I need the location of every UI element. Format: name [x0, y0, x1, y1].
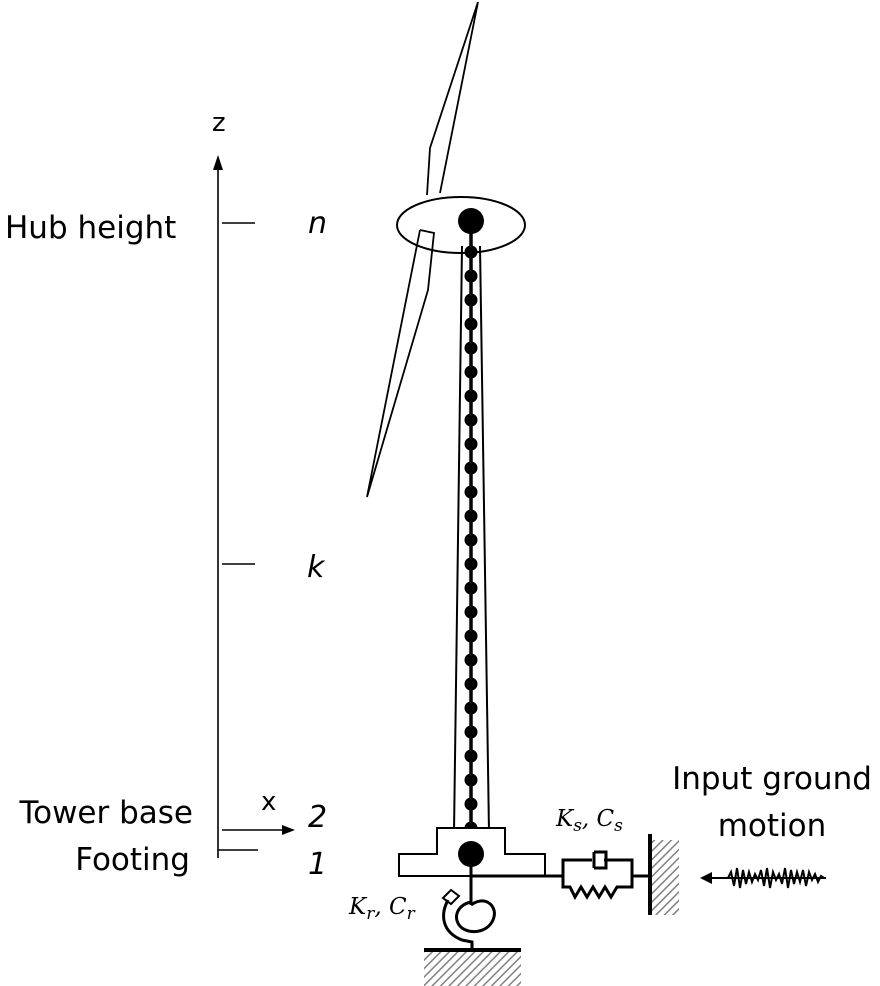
input-ground-motion-label-line2: motion	[718, 808, 827, 844]
lumped-mass-node	[464, 653, 478, 667]
lumped-mass-node	[464, 461, 478, 475]
lumped-mass-node	[464, 365, 478, 379]
z-axis: z	[212, 108, 226, 858]
ground-hatching	[424, 952, 521, 986]
lumped-mass-node	[464, 437, 478, 451]
lumped-mass-node	[464, 509, 478, 523]
lumped-mass-node	[464, 797, 478, 811]
ground-motion-arrowhead-icon	[700, 872, 712, 884]
lumped-mass-node	[464, 605, 478, 619]
rotor-blades	[366, 1, 479, 498]
lumped-mass-nodes	[464, 245, 478, 835]
nacelle-hub-ellipse	[396, 196, 526, 254]
lumped-mass-node	[464, 677, 478, 691]
upper-blade	[426, 1, 479, 196]
rocking-dashpot-icon	[441, 888, 461, 906]
hub-height-label: Hub height	[5, 210, 176, 246]
lumped-mass-node	[464, 629, 478, 643]
lower-blade	[366, 229, 435, 498]
rocking-stiffness-label: Kr, Cr	[348, 894, 416, 924]
lumped-mass-node	[464, 389, 478, 403]
lumped-mass-node	[464, 317, 478, 331]
lumped-mass-node	[464, 749, 478, 763]
swaying-stiffness-label: Ks, Cs	[555, 806, 623, 836]
lumped-mass-node	[464, 269, 478, 283]
tower	[453, 222, 490, 855]
lumped-mass-node	[464, 293, 478, 307]
tower-right-wall	[479, 245, 490, 833]
lumped-mass-node	[464, 485, 478, 499]
rocking-spring-dashpot	[424, 888, 521, 952]
lumped-mass-node	[464, 557, 478, 571]
lumped-mass-node	[464, 581, 478, 595]
spring-icon	[561, 876, 634, 901]
x-axis: x	[222, 787, 295, 835]
footing-label: Footing	[75, 842, 190, 878]
tower-left-wall	[453, 245, 463, 833]
swaying-spring-dashpot	[471, 834, 652, 915]
x-axis-arrowhead-icon	[282, 825, 295, 835]
rocking-spring-coil-icon	[455, 899, 496, 934]
lumped-mass-node	[464, 773, 478, 787]
dashpot-icon	[592, 850, 608, 870]
tower-base-label: Tower base	[18, 795, 193, 831]
node-1-label: 1	[308, 847, 327, 882]
z-axis-arrowhead-icon	[213, 155, 223, 170]
lumped-mass-node	[464, 725, 478, 739]
z-axis-label: z	[212, 108, 226, 138]
input-ground-motion-label-line1: Input ground	[672, 761, 872, 797]
lumped-mass-node	[464, 533, 478, 547]
ground-motion-signal-icon	[700, 867, 826, 889]
wall-hatching	[652, 840, 679, 915]
lumped-mass-node	[464, 413, 478, 427]
node-n-label: n	[308, 206, 327, 241]
hub-mass-node	[458, 208, 484, 234]
lumped-mass-node	[464, 341, 478, 355]
x-axis-label: x	[261, 787, 276, 817]
node-k-label: k	[307, 550, 326, 585]
rocking-spring-arc	[442, 899, 474, 950]
lumped-mass-node	[464, 701, 478, 715]
node-2-label: 2	[308, 800, 327, 835]
dashpot-frame	[561, 858, 634, 876]
